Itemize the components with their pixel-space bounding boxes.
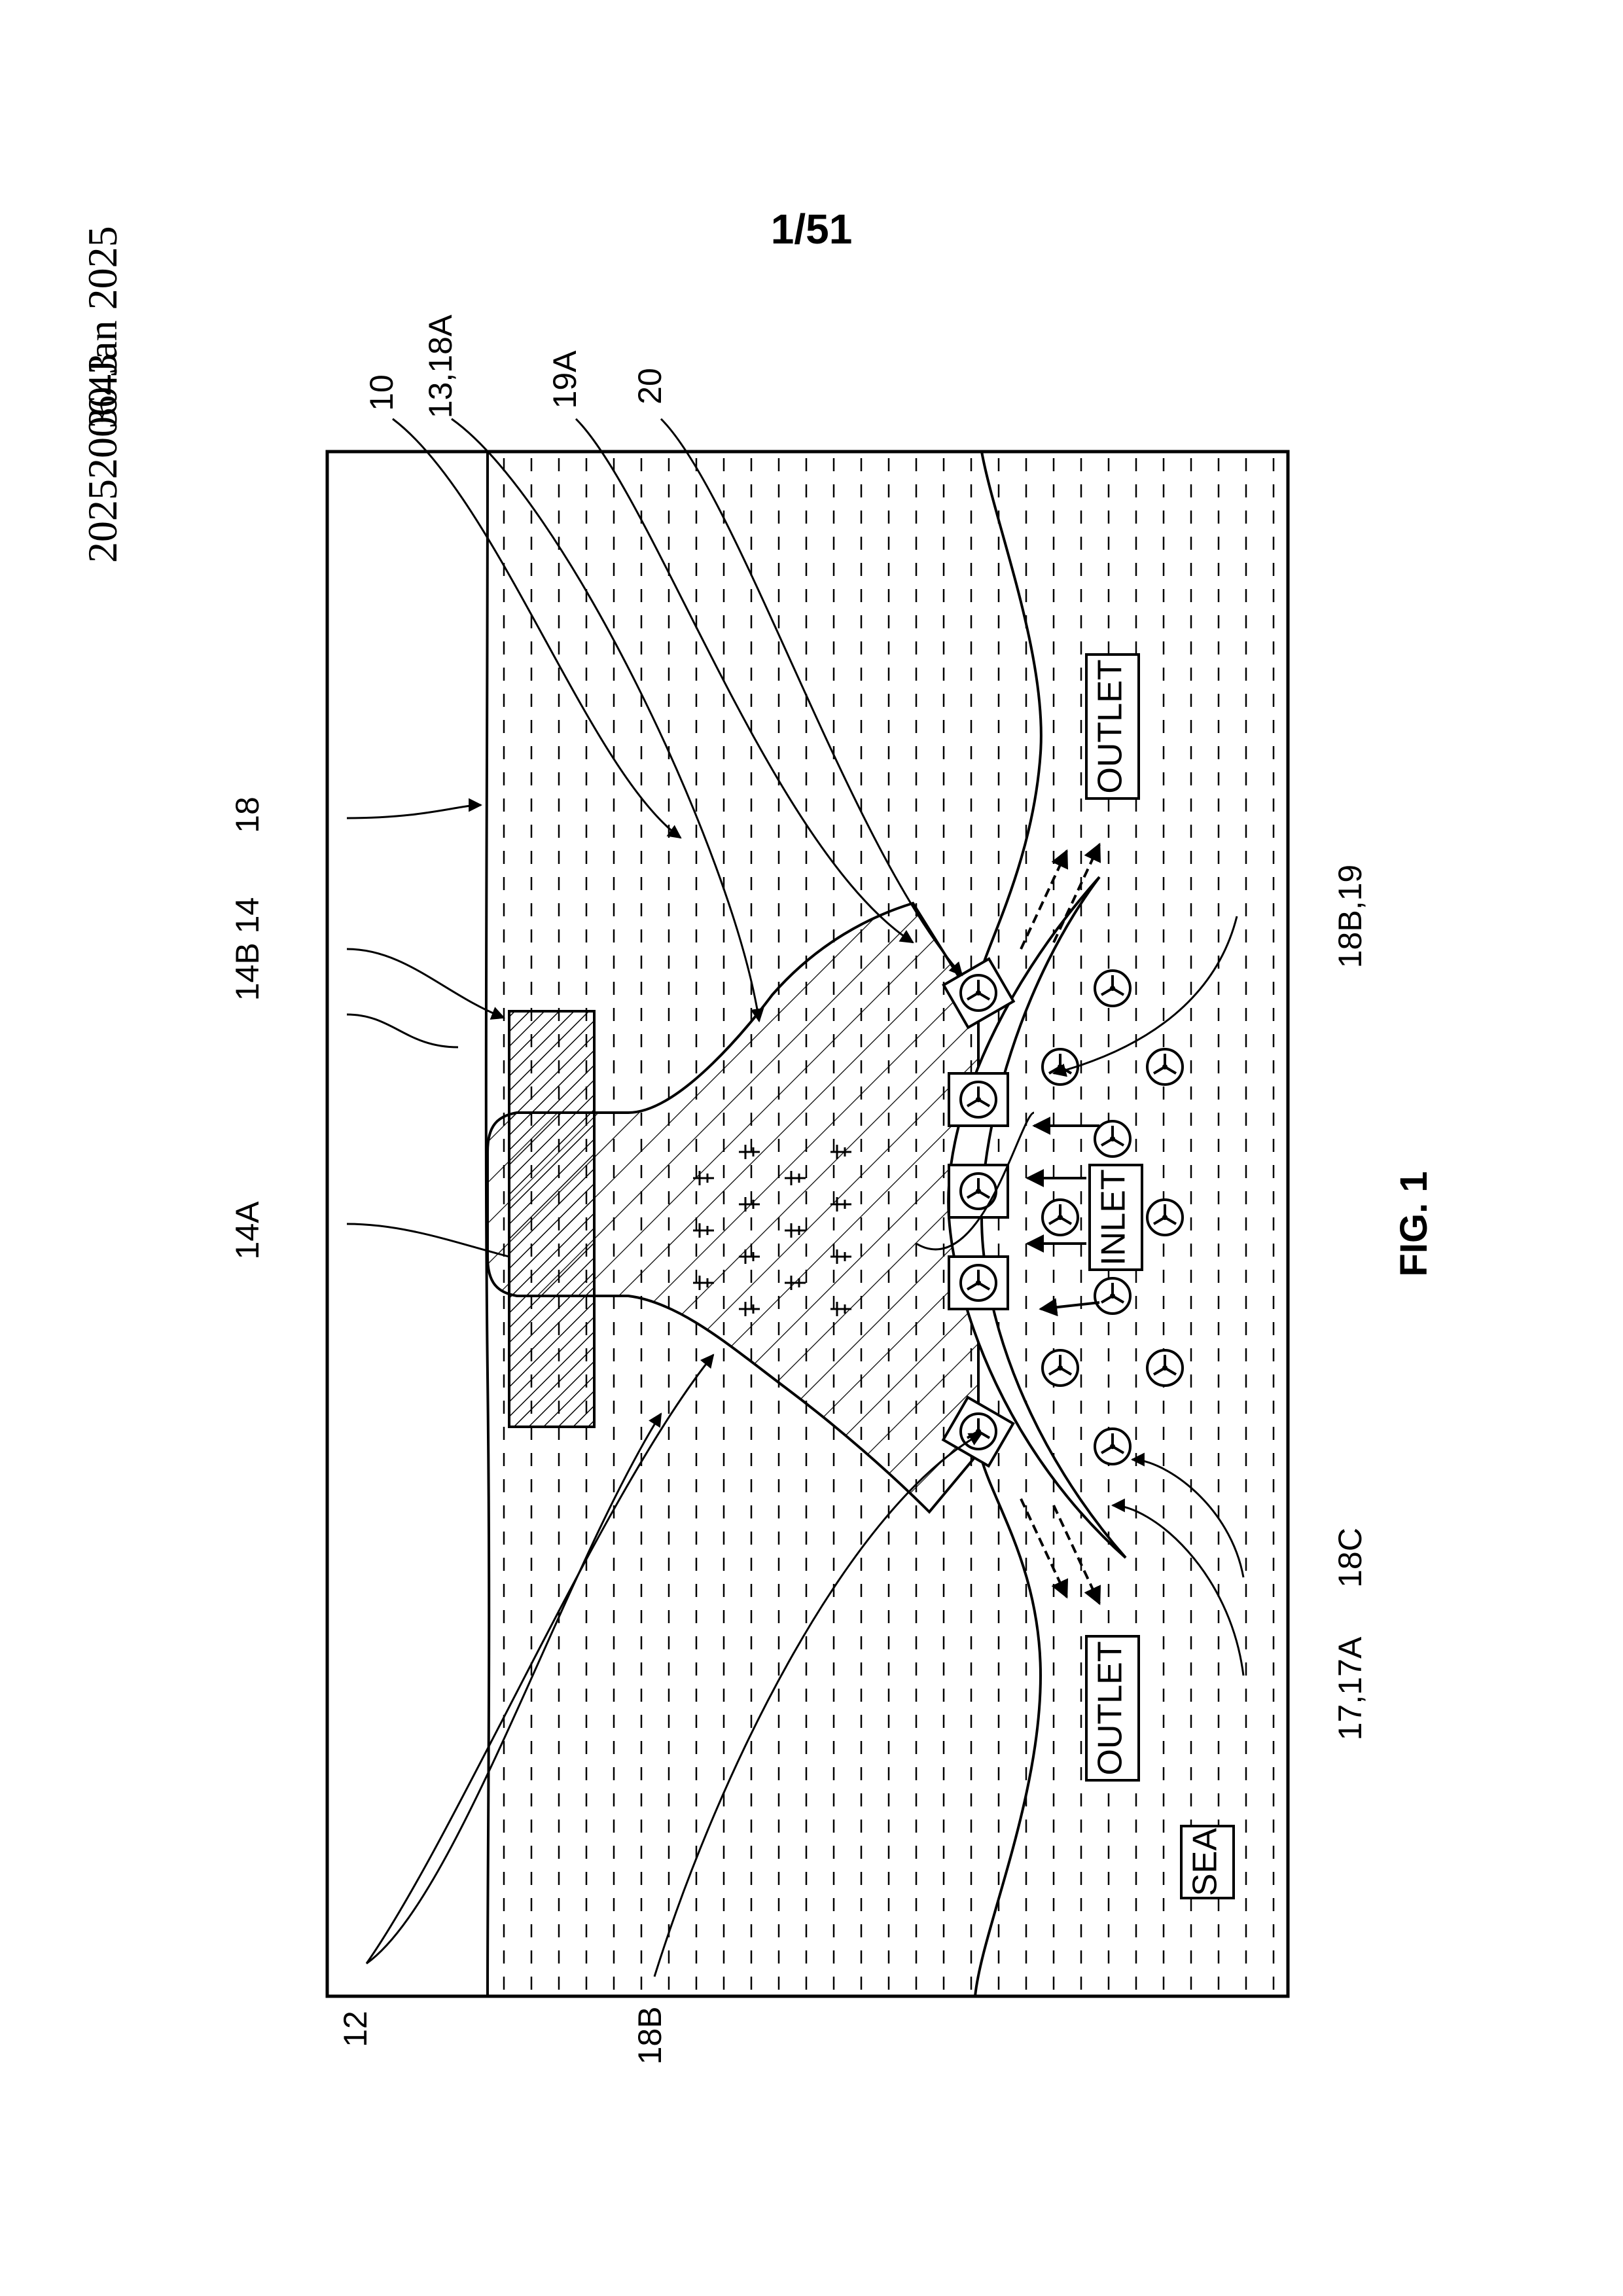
ref-14: 14B 14 bbox=[229, 897, 266, 1001]
turbine-icon bbox=[1043, 1200, 1078, 1235]
ref-10: 10 bbox=[363, 374, 400, 411]
ref-12: 12 bbox=[337, 2011, 374, 2047]
ref-18: 18 bbox=[229, 797, 266, 833]
turbine-icon bbox=[1095, 1121, 1130, 1157]
sea-label: SEA bbox=[1186, 1828, 1224, 1896]
ref-13: 13,18A bbox=[422, 314, 459, 418]
ref-17: 17,17A bbox=[1332, 1636, 1368, 1740]
turbine-icon bbox=[961, 1265, 996, 1300]
sheet-number: 1/51 bbox=[771, 206, 853, 253]
turbine-icon bbox=[1147, 1350, 1183, 1386]
turbine-icon bbox=[1043, 1049, 1078, 1085]
inlet-label: INLET bbox=[1095, 1169, 1133, 1265]
ref-19a: 19A bbox=[546, 350, 583, 409]
turbine-icon bbox=[1043, 1350, 1078, 1386]
ref-18b19: 18B,19 bbox=[1332, 865, 1368, 968]
turbine-icon bbox=[1147, 1049, 1183, 1085]
ref-18b: 18B bbox=[632, 2007, 668, 2065]
turbine-icon bbox=[961, 975, 996, 1011]
ref-20: 20 bbox=[632, 368, 668, 404]
turbine-icon bbox=[1095, 1278, 1130, 1314]
turbine-icon bbox=[961, 1082, 996, 1117]
ref-18c: 18C bbox=[1332, 1528, 1368, 1588]
turbine-icon bbox=[961, 1174, 996, 1209]
turbine-icon bbox=[1095, 971, 1130, 1006]
outlet-bottom-label: OUTLET bbox=[1092, 1641, 1130, 1775]
turbine-icon bbox=[1147, 1200, 1183, 1235]
figure-caption: FIG. 1 bbox=[1393, 1171, 1435, 1276]
outlet-top-label: OUTLET bbox=[1092, 659, 1130, 793]
turbine-icon bbox=[1095, 1429, 1130, 1464]
ref-14a: 14A bbox=[229, 1201, 266, 1260]
document-date: 30 Jan 2025 bbox=[79, 226, 126, 428]
